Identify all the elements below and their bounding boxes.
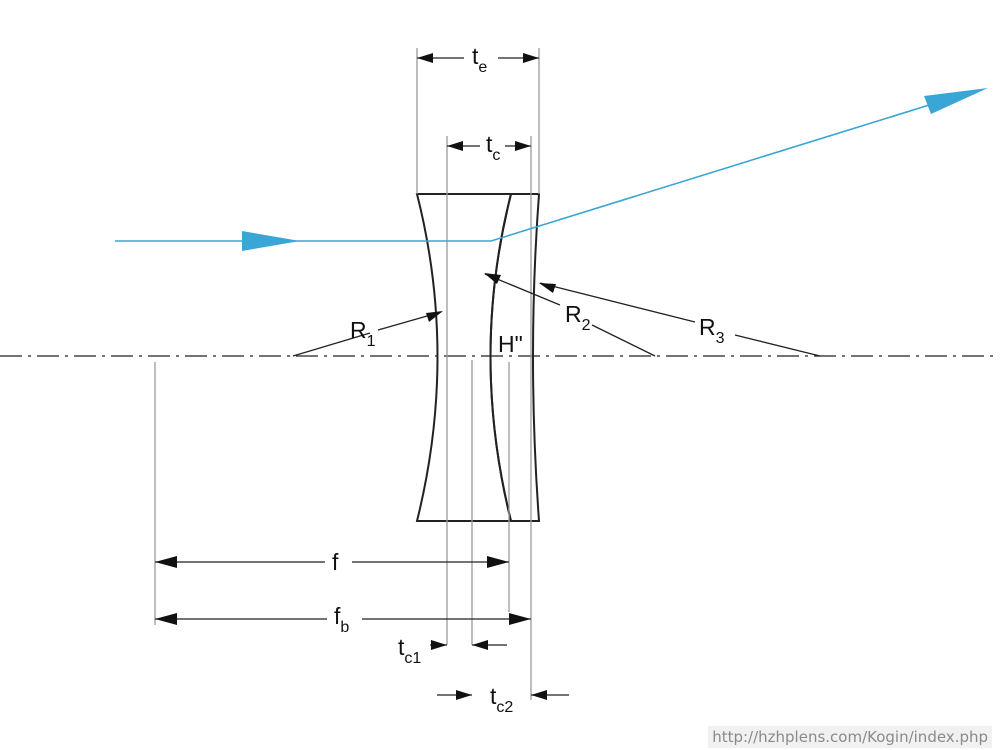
tc1-label: tc1: [398, 634, 421, 667]
tc1-arrowhead-right: [472, 640, 488, 650]
watermark-url: http://hzhplens.com/Kogin/index.php: [708, 726, 992, 748]
r3-label: R3: [699, 314, 725, 347]
r1-leader-lower: [292, 332, 371, 357]
fb-arrowhead-right: [509, 613, 531, 625]
te-arrowhead-right: [523, 53, 539, 63]
te-arrowhead-left: [417, 53, 433, 63]
fb-label: fb: [334, 603, 349, 636]
lens-element-1: [415, 193, 513, 522]
tc-arrowhead-right: [515, 141, 531, 151]
tc2-arrowhead-right: [531, 690, 547, 700]
refracted-ray: [490, 96, 956, 242]
f-arrowhead-right: [487, 556, 509, 568]
r3-leader-upper: [539, 282, 696, 323]
tc2-arrowhead-left: [456, 690, 472, 700]
incident-ray-arrow: [242, 231, 300, 251]
r2-leader-lower: [591, 324, 656, 357]
r3-leader-lower: [734, 334, 821, 357]
lens-element-2: [489, 193, 541, 522]
r1-arrowhead: [426, 311, 443, 322]
tc2-label: tc2: [490, 683, 513, 716]
r1-label: R1: [350, 317, 376, 350]
r2-arrowhead: [484, 273, 501, 284]
r3-arrowhead: [539, 283, 556, 293]
refracted-ray-arrow: [924, 88, 988, 114]
r2-label: R2: [565, 301, 591, 334]
tc-arrowhead-left: [447, 141, 463, 151]
te-label: te: [472, 43, 487, 76]
tc1-arrowhead-left: [431, 640, 447, 650]
fb-arrowhead-left: [155, 613, 177, 625]
principal-plane-label: H": [498, 331, 523, 357]
f-label: f: [332, 549, 339, 575]
f-arrowhead-left: [155, 556, 177, 568]
tc-label: tc: [486, 131, 500, 164]
